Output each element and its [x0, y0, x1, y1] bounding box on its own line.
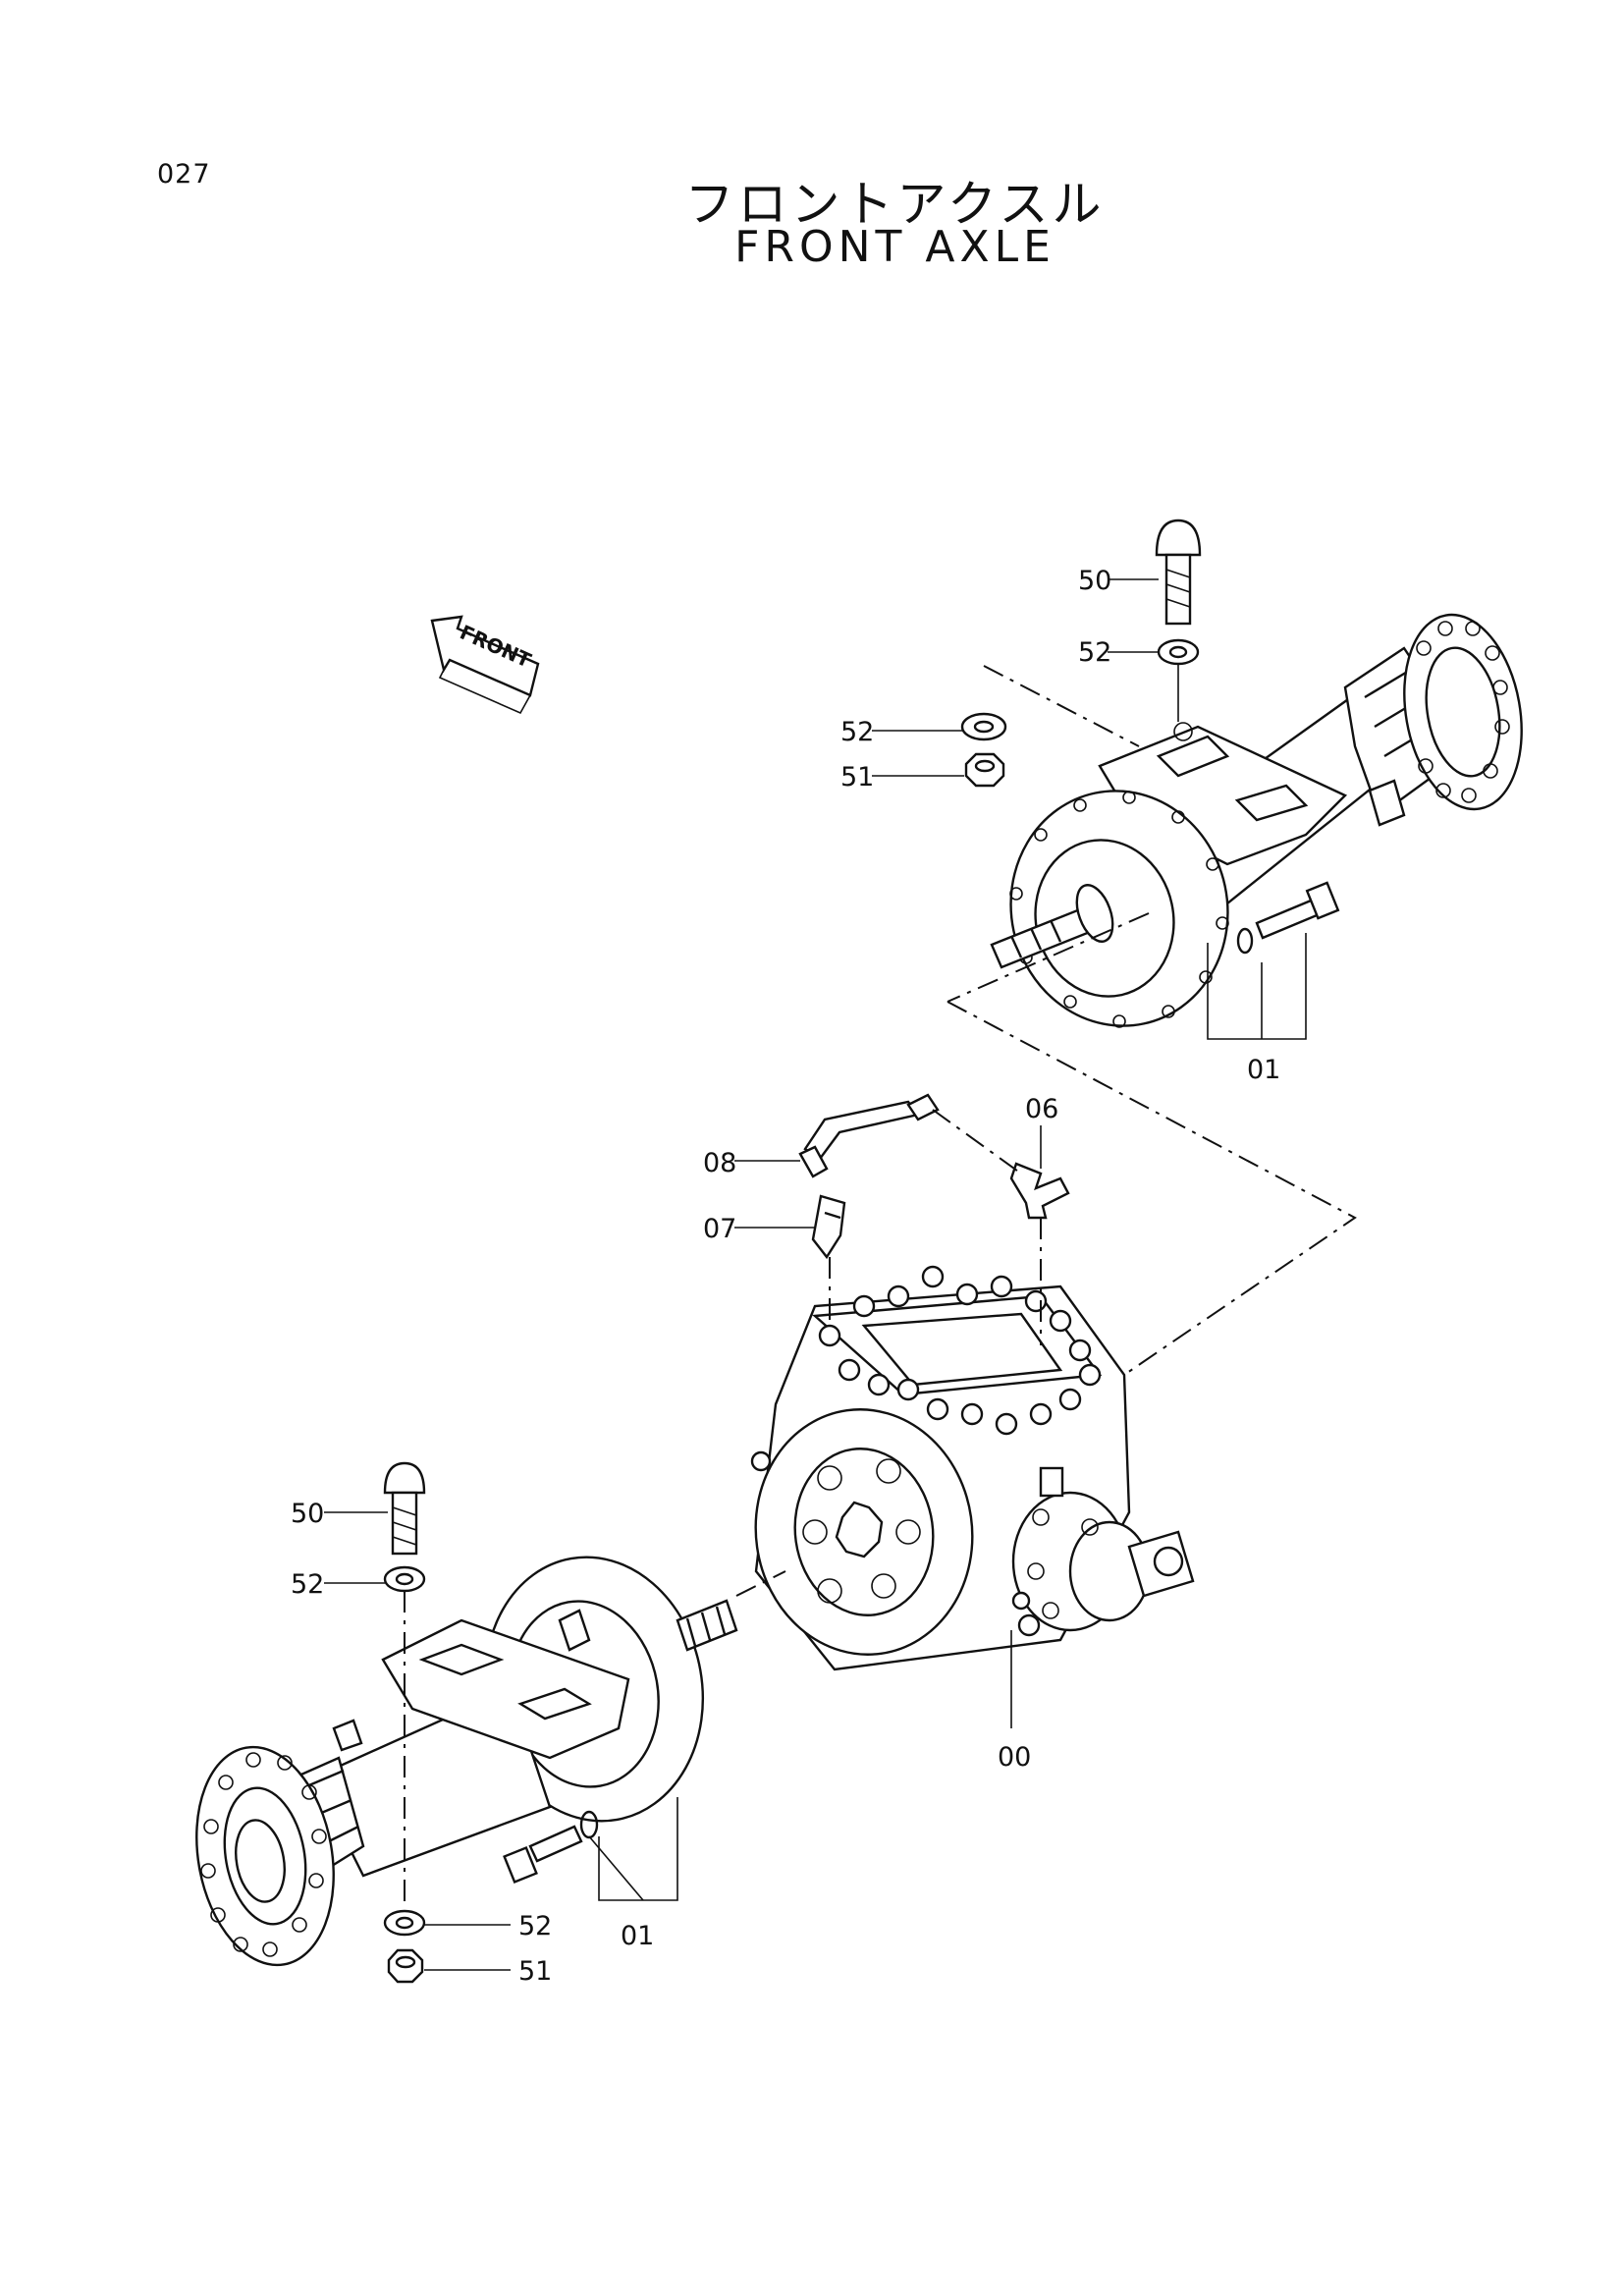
bottom-washer-52-lower — [383, 1909, 426, 1937]
front-arrow-icon: FRONT — [430, 615, 540, 715]
callout-top-01: 01 — [1247, 1055, 1280, 1085]
tee-fitting-06 — [1009, 1162, 1070, 1220]
differential-housing — [750, 1265, 1195, 1671]
fitting-07 — [811, 1194, 846, 1260]
callout-08: 08 — [703, 1148, 736, 1178]
page-title-japanese: フロントアクスル — [684, 176, 1106, 233]
callout-07: 07 — [703, 1214, 736, 1244]
callout-top-52-lower: 52 — [840, 717, 874, 747]
top-axle-housing — [990, 613, 1523, 1028]
callout-bottom-52: 52 — [291, 1569, 324, 1600]
callout-bottom-50: 50 — [291, 1499, 324, 1529]
bottom-bolt-50 — [383, 1461, 426, 1556]
pipe-08 — [798, 1093, 940, 1178]
front-arrow-label: FRONT — [457, 621, 535, 673]
callout-00: 00 — [998, 1742, 1031, 1773]
callout-top-51: 51 — [840, 762, 874, 793]
top-nut-51 — [964, 752, 1005, 788]
page-number: 027 — [157, 159, 211, 190]
callout-bottom-52-lower: 52 — [518, 1911, 552, 1941]
top-washer-52 — [1157, 638, 1200, 666]
callout-top-50: 50 — [1078, 566, 1111, 596]
bottom-washer-52 — [383, 1565, 426, 1593]
callout-bottom-01: 01 — [621, 1921, 654, 1951]
top-bolt-50 — [1155, 519, 1202, 626]
callout-06: 06 — [1025, 1094, 1058, 1124]
callout-bottom-51: 51 — [518, 1956, 552, 1987]
page-title: FRONT AXLE — [734, 222, 1055, 272]
bottom-axle-housing — [195, 1556, 738, 1967]
top-washer-52-lower — [960, 712, 1007, 741]
callout-top-52: 52 — [1078, 637, 1111, 668]
bottom-nut-51 — [387, 1948, 424, 1984]
